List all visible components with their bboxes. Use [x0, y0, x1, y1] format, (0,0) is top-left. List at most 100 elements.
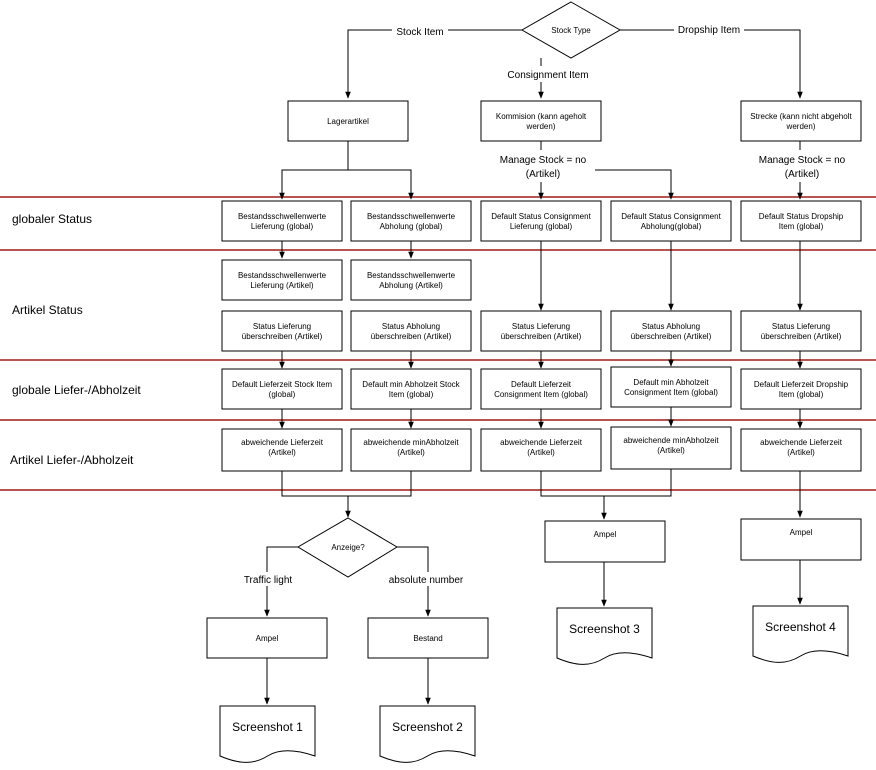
edge-label-manage-stock-a: Manage Stock = no (Artikel) — [494, 151, 594, 181]
box-gl1-frame — [221, 368, 343, 410]
box-as2-text: Abholung (Artikel) — [379, 281, 443, 290]
box-gs3-frame — [480, 200, 602, 242]
edge-absolute-number — [397, 546, 431, 617]
edge-label-stock-item: Stock Item — [392, 24, 448, 38]
box-gs2-text: Abholung (global) — [380, 222, 443, 231]
box-al3: abweichende Lieferzeit(Artikel) — [480, 428, 602, 472]
box-al1-text: abweichende Lieferzeit — [241, 438, 324, 447]
box-as1-frame — [221, 259, 343, 301]
document-s1-label: Screenshot 1 — [232, 720, 303, 734]
box-al3-frame — [480, 428, 602, 472]
decision-anzeige-label: Anzeige? — [331, 543, 365, 552]
box-gl1-text: Default Lieferzeit Stock Item — [232, 380, 332, 389]
box-so2-text: überschreiben (Artikel) — [371, 332, 452, 341]
documents: Screenshot 1 Screenshot 2 Screenshot 3 Scre… — [219, 605, 849, 763]
edge-dropship-item — [620, 29, 803, 99]
box-so3-frame — [480, 310, 602, 352]
box-al1: abweichende Lieferzeit(Artikel) — [221, 428, 343, 472]
box-as1-text: Bestandsschwellenwerte — [238, 271, 327, 280]
box-so1-frame — [221, 310, 343, 352]
box-lagerartikel: Lagerartikel — [287, 100, 409, 142]
box-so5-text: überschreiben (Artikel) — [761, 332, 842, 341]
edge-label-traffic-light: Traffic light — [238, 572, 298, 586]
edge-label-manage-stock-a-line1: Manage Stock = no — [500, 155, 587, 166]
edge-al-merge-left — [281, 471, 412, 497]
decision-anzeige: Anzeige? — [297, 517, 398, 578]
connectors — [264, 29, 803, 705]
box-al4: abweichende minAbholzeit(Artikel) — [610, 426, 732, 470]
box-so1-text: Status Lieferung — [253, 322, 311, 331]
box-as1-text: Lieferung (Artikel) — [250, 281, 313, 290]
document-s3-label: Screenshot 3 — [569, 622, 640, 636]
box-al2-text: abweichende minAbholzeit — [363, 438, 459, 447]
document-s1-shape — [219, 705, 316, 763]
edge-label-consignment-item-text: Consignment Item — [507, 70, 588, 81]
box-gs3-text: Lieferung (global) — [510, 222, 573, 231]
box-kommision-frame — [480, 100, 602, 142]
box-gl1-text: (global) — [269, 390, 296, 399]
edge-kommision-right — [595, 169, 674, 200]
box-gs1-text: Bestandsschwellenwerte — [238, 212, 327, 221]
box-gs4-text: Abholung(global) — [641, 222, 702, 231]
box-lagerartikel-text: Lagerartikel — [327, 117, 369, 126]
box-gs5-text: Item (global) — [779, 222, 824, 231]
edge-traffic-light — [264, 546, 298, 617]
box-so4-frame — [610, 310, 732, 352]
box-al1-frame — [221, 428, 343, 472]
edge-label-manage-stock-b: Manage Stock = no (Artikel) — [752, 151, 852, 181]
edge-lager-right — [348, 169, 414, 200]
box-so2-text: Status Abholung — [382, 322, 440, 331]
box-al3-text: (Artikel) — [527, 448, 555, 457]
box-so4-text: überschreiben (Artikel) — [631, 332, 712, 341]
lane-separators — [0, 196, 876, 491]
box-so1-text: überschreiben (Artikel) — [242, 332, 323, 341]
box-gl3-frame — [480, 368, 602, 410]
box-bestand-frame — [367, 617, 489, 659]
box-lagerartikel-frame — [287, 100, 409, 142]
box-so4-text: Status Abholung — [642, 322, 700, 331]
box-gl1: Default Lieferzeit Stock Item(global) — [221, 368, 343, 410]
edge-lager-left — [279, 169, 348, 200]
box-gl5-frame — [740, 368, 862, 410]
box-gl2-text: Default min Abholzeit Stock — [362, 380, 460, 389]
lane-label-globale-liefer-abholzeit: globale Liefer-/Abholzeit — [12, 383, 141, 397]
lane-label-globaler-status: globaler Status — [12, 212, 92, 226]
box-gs2-frame — [350, 200, 472, 242]
box-kommision-text: werden) — [526, 122, 556, 131]
document-s2-label: Screenshot 2 — [392, 720, 463, 734]
box-so3-text: überschreiben (Artikel) — [501, 332, 582, 341]
box-al4-frame — [610, 426, 732, 470]
document-s2-shape — [379, 705, 476, 763]
document-s4-shape — [752, 605, 849, 663]
edge-label-manage-stock-a-line2: (Artikel) — [526, 169, 560, 180]
edge-al-merge-right — [540, 469, 672, 497]
document-s4: Screenshot 4 — [752, 605, 849, 663]
box-gs2-text: Bestandsschwellenwerte — [367, 212, 456, 221]
box-kommision-text: Kommision (kann ageholt — [496, 112, 587, 121]
box-al4-text: (Artikel) — [657, 446, 685, 455]
edge-label-manage-stock-b-line1: Manage Stock = no — [759, 155, 846, 166]
edge-label-dropship-item: Dropship Item — [674, 22, 744, 36]
box-so5-frame — [740, 310, 862, 352]
box-strecke-text: werden) — [786, 122, 816, 131]
box-gs4-frame — [610, 200, 732, 242]
box-al2-text: (Artikel) — [397, 448, 425, 457]
edge-label-consignment-item: Consignment Item — [502, 67, 594, 81]
box-ampel1-text: Ampel — [256, 634, 279, 643]
box-gl4-text: Consignment Item (global) — [624, 388, 718, 397]
box-ampel4: Ampel — [740, 518, 862, 561]
document-s1: Screenshot 1 — [219, 705, 316, 763]
